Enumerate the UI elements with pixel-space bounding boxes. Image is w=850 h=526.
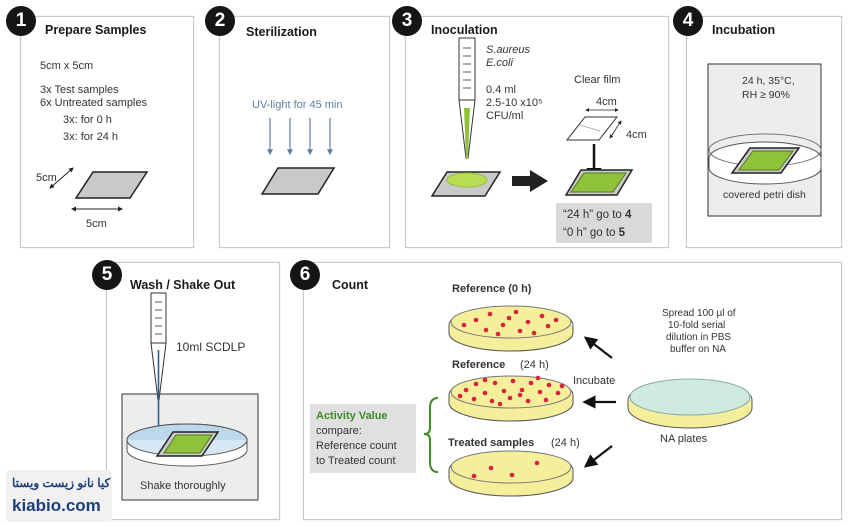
- title-incubation: Incubation: [712, 23, 776, 37]
- inoculum-volume: 0.4 ml: [486, 84, 516, 96]
- spread-line-1: Spread 100 µl of: [662, 308, 736, 319]
- pipette-scdlp: [150, 292, 167, 430]
- covered-dish-label: covered petri dish: [723, 189, 806, 201]
- activity-box: [310, 404, 416, 473]
- step-number-1: 1: [6, 6, 36, 36]
- uv-arrows: [267, 118, 333, 156]
- title-count: Count: [332, 278, 369, 292]
- film-width-label: 4cm: [596, 96, 617, 108]
- untreated-samples-text: 6x Untreated samples: [40, 97, 147, 109]
- uv-light-text: UV-light for 45 min: [252, 99, 343, 111]
- activity-treated-count: to Treated count: [316, 455, 396, 467]
- arrow-to-ref0: [583, 336, 613, 359]
- treated-time: (24 h): [551, 437, 580, 449]
- goto-24h-prefix: “24 h” go to: [563, 209, 626, 221]
- clear-film-label: Clear film: [574, 74, 621, 86]
- plate-na: [627, 378, 753, 429]
- activity-compare: compare:: [316, 425, 362, 437]
- watermark-line-1: کیا نانو زیست ویستا: [12, 476, 111, 490]
- colonies-reference-0h: [461, 309, 559, 337]
- test-samples-text: 3x Test samples: [40, 84, 119, 96]
- reference-24h-label: Reference: [452, 359, 506, 371]
- title-inoculation: Inoculation: [431, 23, 498, 37]
- pipette-inoculation: [458, 37, 476, 159]
- inoculum-unit: CFU/ml: [486, 110, 524, 122]
- title-wash: Wash / Shake Out: [130, 278, 236, 292]
- goto-24h-text: “24 h” go to 4: [563, 208, 631, 222]
- dim-bottom-label: 5cm: [86, 218, 107, 230]
- incubation-condition-2: RH ≥ 90%: [742, 89, 790, 101]
- film-height-arrow: [609, 120, 622, 139]
- incubation-condition-1: 24 h, 35°C,: [742, 75, 795, 87]
- inoculum-drop: [446, 172, 488, 188]
- sample-size-text: 5cm x 5cm: [40, 60, 94, 72]
- spread-line-3: dilution in PBS: [666, 332, 732, 343]
- watermark-logo: کیا نانو زیست ویستا kiabio.com: [6, 470, 112, 522]
- goto-0h-text: “0 h” go to 5: [563, 226, 625, 240]
- film-height-label: 4cm: [626, 129, 647, 141]
- panel-sterilization: [219, 16, 390, 248]
- spread-line-2: 10-fold serial: [668, 320, 726, 331]
- goto-0h-prefix: “0 h” go to: [563, 227, 619, 239]
- dim-side-label: 5cm: [36, 172, 57, 184]
- shake-text: Shake thoroughly: [140, 480, 226, 492]
- organism-1: S.aureus: [486, 44, 531, 56]
- step-number-4: 4: [673, 6, 703, 36]
- for-0h-text: 3x: for 0 h: [63, 114, 112, 126]
- goto-24h-target: 4: [625, 209, 632, 221]
- petri-dish-wash: [126, 423, 248, 467]
- reference-24h-time: (24 h): [520, 359, 549, 371]
- step-number-5: 5: [92, 260, 122, 290]
- step-number-6: 6: [290, 260, 320, 290]
- colonies-treated: [471, 460, 540, 479]
- goto-box: [556, 203, 652, 243]
- colonies-reference-24h: [457, 375, 565, 407]
- treated-label: Treated samples: [448, 437, 535, 449]
- na-plates-label: NA plates: [660, 433, 708, 445]
- scdlp-text: 10ml SCDLP: [176, 340, 246, 354]
- inoculum-concentration: 2.5-10 x10⁵: [486, 97, 543, 109]
- incubator-box: [707, 63, 822, 217]
- arrow-to-treated: [583, 445, 613, 468]
- title-sterilization: Sterilization: [246, 25, 317, 39]
- sample-square: [74, 171, 149, 199]
- activity-bracket: [423, 397, 439, 473]
- dim-arrow-side: [49, 167, 74, 189]
- incubate-label: Incubate: [573, 375, 616, 387]
- activity-value-title: Activity Value: [316, 410, 388, 422]
- goto-0h-target: 5: [618, 227, 626, 239]
- sterile-sample: [260, 167, 336, 195]
- petri-dish-covered: [708, 133, 822, 185]
- activity-reference-count: Reference count: [316, 440, 397, 452]
- plate-reference-0h: [448, 305, 574, 352]
- spread-line-4: buffer on NA: [670, 344, 726, 355]
- title-prepare-samples: Prepare Samples: [45, 23, 147, 37]
- plate-treated-24h: [448, 450, 574, 497]
- step-number-2: 2: [205, 6, 235, 36]
- reference-0h-label: Reference (0 h): [452, 283, 532, 295]
- organism-2: E.coli: [486, 57, 513, 69]
- plate-reference-24h: [448, 375, 574, 422]
- watermark-line-2: kiabio.com: [12, 496, 101, 515]
- process-arrow: [512, 170, 548, 192]
- step-number-3: 3: [392, 6, 422, 36]
- for-24h-text: 3x: for 24 h: [63, 131, 119, 143]
